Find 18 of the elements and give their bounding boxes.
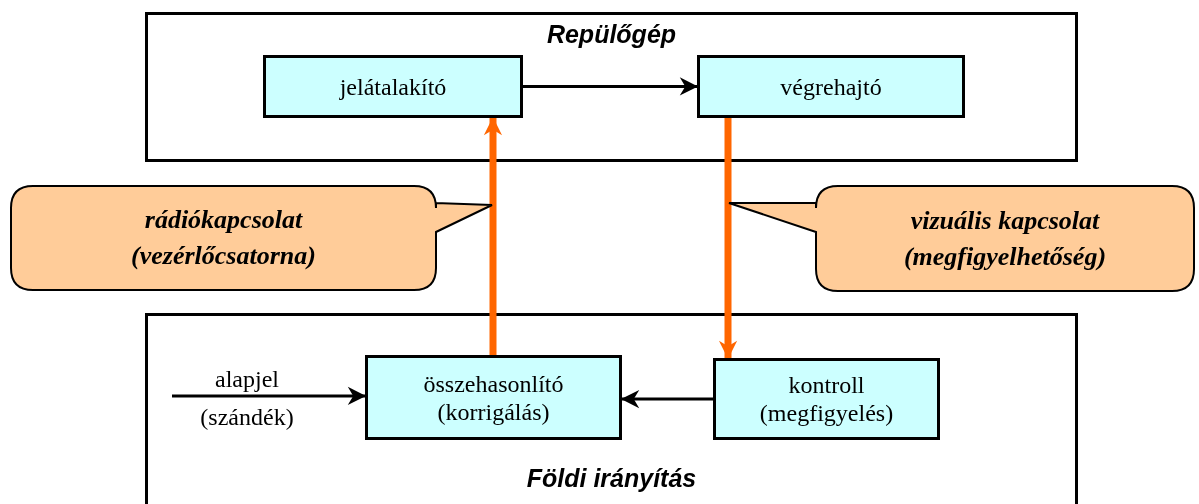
arrow bbox=[523, 77, 698, 96]
group-heading: Repülőgép bbox=[546, 19, 677, 49]
arrow bbox=[483, 117, 503, 355]
arrow bbox=[718, 118, 738, 359]
process-box: végrehajtó bbox=[697, 55, 965, 118]
speech-callout bbox=[10, 185, 493, 291]
arrow bbox=[621, 389, 713, 409]
callout-text: vizuális kapcsolat (megfigyelhetőség) bbox=[902, 204, 1108, 273]
group-frame bbox=[145, 12, 1078, 162]
process-box: összehasonlító (korrigálás) bbox=[365, 355, 622, 440]
group-frame bbox=[145, 313, 1078, 504]
edge-label: alapjel (szándék) bbox=[199, 365, 295, 432]
process-box: jelátalakító bbox=[263, 55, 523, 118]
arrow bbox=[172, 386, 366, 406]
speech-callout bbox=[728, 185, 1195, 292]
callout-text: rádiókapcsolat (vezérlőcsatorna) bbox=[130, 204, 317, 272]
group-heading: Földi irányítás bbox=[526, 463, 697, 493]
process-box: kontroll (megfigyelés) bbox=[713, 358, 940, 440]
